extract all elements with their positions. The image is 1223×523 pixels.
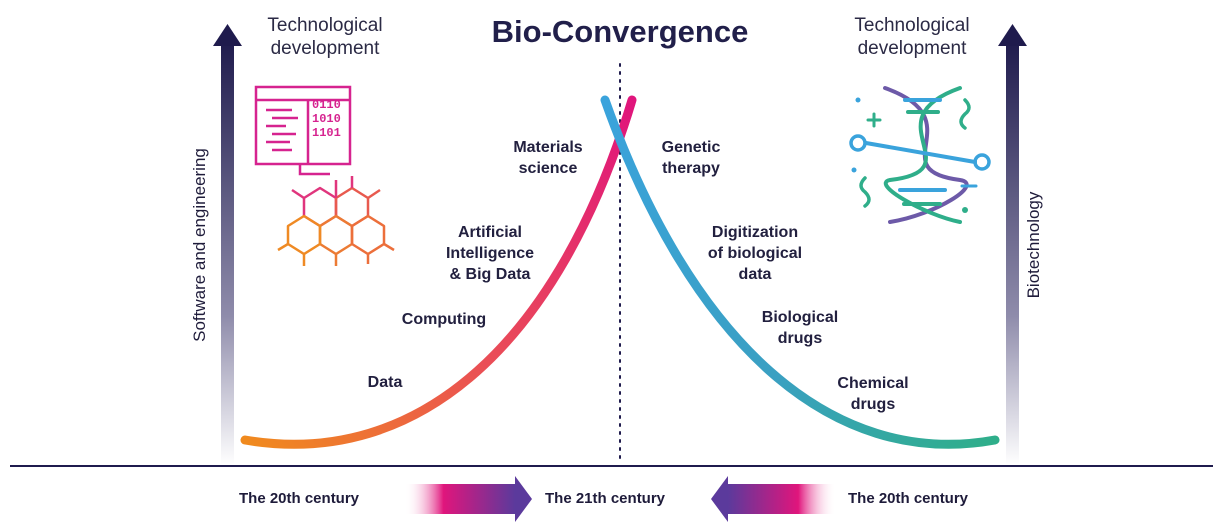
right-header-line-2: development: [857, 38, 967, 59]
milestone-line: of biological: [707, 245, 803, 262]
left-header-line-1: Technological: [267, 15, 383, 36]
dna-helix-icon: [849, 86, 991, 224]
left-header-line-2: development: [270, 38, 380, 59]
milestone-line: drugs: [777, 330, 823, 347]
computer-code-icon: 0110 1010 1101: [254, 85, 352, 176]
software-curve: [240, 95, 637, 449]
milestone-line: Intelligence: [445, 245, 535, 262]
milestone-chemical-drugs: Chemical drugs: [818, 373, 928, 415]
milestone-line: Biological: [761, 309, 839, 326]
right-header: Technological development: [832, 14, 992, 60]
left-header: Technological development: [250, 14, 400, 60]
right-axis-label: Biotechnology: [1024, 191, 1043, 299]
milestone-digitization: Digitization of biological data: [690, 222, 820, 285]
right-header-line-1: Technological: [854, 15, 970, 36]
right-era-arrow: [711, 476, 836, 522]
era-right-label: The 20th century: [848, 490, 969, 507]
milestone-materials-science: Materials science: [498, 137, 598, 179]
milestone-line: Computing: [401, 311, 487, 328]
milestone-biological-drugs: Biological drugs: [745, 307, 855, 349]
left-axis-arrow: [213, 24, 242, 465]
milestone-line: Chemical: [837, 375, 909, 392]
milestone-line: therapy: [662, 160, 720, 177]
milestone-line: Digitization: [711, 224, 799, 241]
milestone-line: data: [738, 266, 772, 283]
milestone-line: Materials: [513, 139, 583, 156]
milestone-computing: Computing: [384, 309, 504, 330]
era-left-label: The 20th century: [239, 490, 360, 507]
right-axis-arrow: [998, 24, 1027, 465]
milestone-line: Artificial: [457, 224, 522, 241]
svg-text:1101: 1101: [312, 126, 341, 140]
page-title: Bio-Convergence: [491, 14, 749, 49]
left-axis-label: Software and engineering: [190, 148, 209, 342]
milestone-line: Data: [367, 374, 403, 391]
milestone-genetic-therapy: Genetic therapy: [641, 137, 741, 179]
milestone-line: & Big Data: [449, 266, 531, 283]
hexagon-molecule-icon: [277, 176, 395, 266]
milestone-line: drugs: [850, 396, 896, 413]
milestone-line: science: [518, 160, 578, 177]
biotech-curve: [600, 95, 1000, 449]
milestone-data: Data: [355, 372, 415, 393]
svg-text:1010: 1010: [312, 112, 341, 126]
era-center-label: The 21th century: [545, 490, 666, 507]
left-era-arrow: [405, 476, 532, 522]
milestone-ai-big-data: Artificial Intelligence & Big Data: [430, 222, 550, 285]
milestone-line: Genetic: [661, 139, 721, 156]
svg-text:0110: 0110: [312, 98, 341, 112]
